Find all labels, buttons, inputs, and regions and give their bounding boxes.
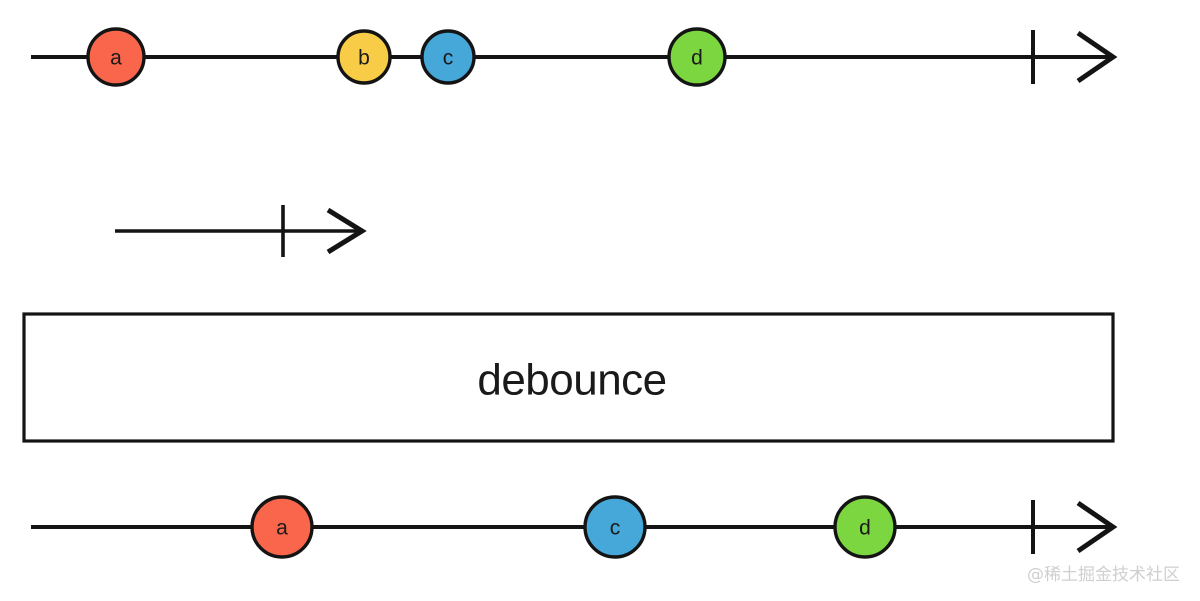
operator-label: debounce [477,356,666,405]
marble-circle [833,495,897,559]
marble-a-source[interactable]: a [86,27,146,87]
duration-timeline-arrow-head [326,207,367,255]
output-timeline-arrow-head [1076,500,1118,554]
operator-box-rect [22,312,1115,443]
operator-box[interactable]: debounce [22,312,1115,443]
marble-circle [250,495,314,559]
source-timeline: a b c d [31,27,1118,87]
marble-label: c [443,47,454,70]
marble-circle [336,29,392,85]
marble-label: d [859,517,871,540]
marble-d-source[interactable]: d [667,27,727,87]
marble-label: a [110,47,122,70]
marble-circle [583,495,647,559]
marble-b-source[interactable]: b [336,29,392,85]
marble-label: b [358,47,370,70]
marble-label: c [610,517,621,540]
marble-label: a [276,517,288,540]
source-timeline-arrow-head [1076,30,1118,84]
marble-circle [420,29,476,85]
watermark: @稀土掘金技术社区 [1027,565,1180,585]
marble-c-source[interactable]: c [420,29,476,85]
output-timeline: a c d [31,495,1118,559]
marble-label: d [691,47,703,70]
duration-selector-timeline [115,205,367,257]
marble-circle [86,27,146,87]
marble-d-output[interactable]: d [833,495,897,559]
marble-c-output[interactable]: c [583,495,647,559]
marble-circle [667,27,727,87]
marble-a-output[interactable]: a [250,495,314,559]
